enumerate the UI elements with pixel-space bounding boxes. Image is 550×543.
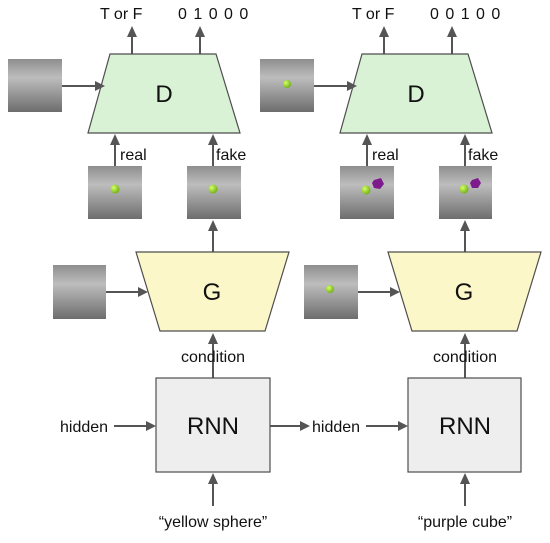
yellow-sphere — [208, 184, 218, 194]
generated-image-left — [187, 166, 241, 219]
arrowhead — [208, 333, 218, 344]
arrowhead — [110, 134, 120, 145]
background-image-d-right — [260, 59, 314, 112]
hidden-label-left: hidden — [60, 419, 108, 436]
hidden-label-right: hidden — [312, 419, 360, 436]
arrowhead — [460, 134, 470, 145]
discriminator-label-right: D — [407, 81, 424, 108]
arrowhead — [362, 134, 372, 145]
arrowhead — [208, 473, 218, 484]
caption-right: “purple cube” — [418, 514, 512, 531]
arrowhead — [460, 333, 470, 344]
condition-label-right: condition — [433, 349, 497, 366]
discriminator-block-left — [87, 53, 241, 134]
arrowhead — [379, 26, 389, 37]
arrowhead — [146, 421, 156, 431]
real-image-left — [88, 166, 142, 219]
fake-label-right: fake — [468, 147, 498, 164]
arrowhead — [300, 421, 310, 431]
arrowhead — [208, 220, 218, 231]
arrowhead — [460, 220, 470, 231]
arrowhead — [195, 26, 205, 37]
yellow-sphere — [110, 184, 120, 194]
rnn-block-right — [407, 377, 522, 473]
generator-block-right — [387, 251, 542, 332]
generator-label-right: G — [455, 279, 474, 306]
arrowhead — [127, 26, 137, 37]
fake-label-left: fake — [216, 147, 246, 164]
d-output-true-false-right: T or F — [352, 6, 395, 23]
rnn-label-left: RNN — [187, 413, 239, 440]
caption-left: “yellow sphere” — [159, 514, 267, 531]
generator-label-left: G — [203, 279, 222, 306]
rnn-label-right: RNN — [439, 413, 491, 440]
arrowhead — [347, 81, 357, 91]
background-image-g-right — [304, 265, 358, 319]
rnn-block-left — [155, 377, 271, 473]
purple-cube — [470, 178, 481, 188]
background-image-g-left — [53, 265, 106, 319]
discriminator-label-left: D — [155, 81, 172, 108]
arrowhead — [460, 473, 470, 484]
d-output-class-vector-right: 0 0 1 0 0 — [430, 6, 501, 23]
discriminator-block-right — [339, 53, 493, 134]
generator-block-left — [135, 251, 290, 332]
yellow-sphere — [326, 285, 334, 293]
purple-cube — [372, 178, 384, 189]
generated-image-right — [439, 166, 492, 219]
real-label-left: real — [120, 147, 147, 164]
real-label-right: real — [372, 147, 399, 164]
yellow-sphere — [361, 185, 371, 195]
arrowhead — [208, 134, 218, 145]
condition-label-left: condition — [181, 349, 245, 366]
arrowhead — [138, 287, 148, 297]
arrowhead — [95, 81, 105, 91]
yellow-sphere — [459, 184, 469, 194]
d-output-true-false-left: T or F — [100, 6, 143, 23]
d-output-class-vector-left: 0 1 0 0 0 — [178, 6, 249, 23]
panel-right: T or F 0 0 1 0 0 D real fake — [260, 6, 542, 531]
arrowhead — [447, 26, 457, 37]
arrowhead — [390, 287, 400, 297]
background-image-d-left — [8, 59, 62, 112]
yellow-sphere — [283, 80, 291, 88]
real-image-right — [340, 166, 394, 219]
panel-left: T or F 0 1 0 0 0 D real fake — [8, 6, 290, 531]
arrowhead — [398, 421, 408, 431]
